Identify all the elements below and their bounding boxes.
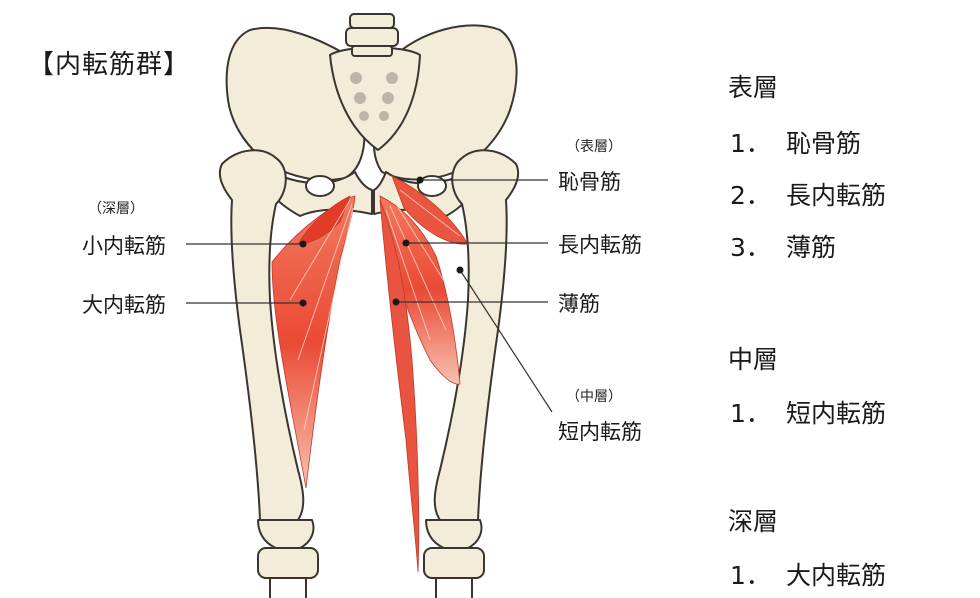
legend-item: 2．長内転筋 — [730, 181, 887, 210]
middle-layer-tag: （中層） — [566, 389, 622, 405]
sacral-foramina — [350, 72, 398, 121]
pointer-dots — [299, 176, 464, 307]
legend-heading-surface: 表層 — [728, 73, 779, 102]
femur-bones — [218, 149, 520, 598]
deep-layer-tag: （深層） — [88, 201, 144, 217]
leader-lines — [186, 179, 553, 413]
legend-item: 1．短内転筋 — [730, 399, 887, 428]
label-adductor-minimus: 小内転筋 — [82, 234, 166, 258]
label-pectineus: 恥骨筋 — [558, 170, 621, 194]
gracilis-muscle — [379, 199, 420, 573]
legend-heading-middle: 中層 — [728, 345, 779, 374]
legend-item: 3．薄筋 — [730, 233, 837, 262]
legend-heading-deep: 深層 — [728, 507, 779, 536]
pelvis — [225, 24, 518, 217]
label-adductor-longus: 長内転筋 — [558, 233, 642, 257]
muscle-fibers — [289, 189, 461, 431]
legend-item: 1．大内転筋 — [730, 561, 887, 590]
lumbar-vertebra — [345, 13, 399, 57]
legend-item: 1．恥骨筋 — [730, 129, 862, 158]
surface-layer-tag: （表層） — [566, 139, 622, 155]
label-adductor-brevis: 短内転筋 — [558, 420, 642, 444]
anatomy-illustration — [186, 13, 553, 598]
label-adductor-magnus: 大内転筋 — [82, 293, 166, 317]
label-gracilis: 薄筋 — [558, 292, 600, 316]
diagram-title: 【内転筋群】 — [28, 50, 191, 80]
